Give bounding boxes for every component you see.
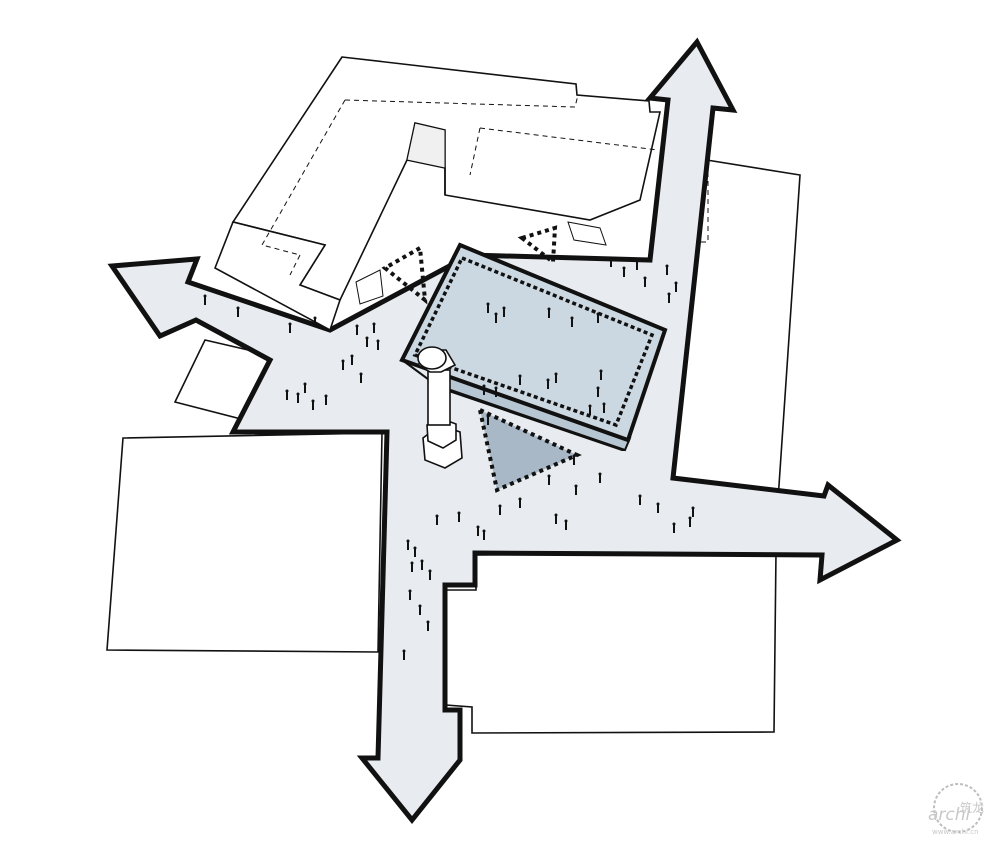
pedestrian-figure	[518, 497, 522, 508]
pedestrian-figure	[643, 276, 647, 287]
pedestrian-figure	[355, 324, 359, 335]
monument-cap	[417, 346, 447, 370]
pedestrian-figure	[476, 525, 480, 536]
pedestrian-figure	[413, 546, 417, 557]
pedestrian-figure	[288, 322, 292, 333]
pedestrian-figure	[588, 404, 592, 415]
stairs-top	[406, 122, 446, 169]
pedestrian-figure	[554, 372, 558, 383]
pedestrian-figure	[672, 522, 676, 533]
pedestrian-figure	[494, 386, 498, 397]
stairs	[355, 122, 607, 305]
view-cones	[381, 225, 582, 493]
pedestrian-figure	[313, 316, 317, 327]
west-building	[106, 432, 383, 653]
pedestrian-figure	[638, 494, 642, 505]
watermark-url-text: www.archi.cn	[932, 828, 979, 836]
stairs-left	[355, 269, 384, 305]
view-cone-bottom	[477, 406, 582, 493]
pedestrian-figure	[598, 472, 602, 483]
pedestrian-figure	[570, 316, 574, 327]
south-building	[445, 551, 777, 734]
pedestrian-figure	[667, 292, 671, 303]
l-building-dashed-lines	[261, 94, 659, 276]
pedestrian-figure	[428, 569, 432, 580]
view-cone-right	[517, 225, 558, 266]
pedestrian-figure	[622, 266, 626, 277]
pedestrian-figure	[502, 306, 506, 317]
pedestrian-figure	[602, 402, 606, 413]
pedestrian-figure	[365, 336, 369, 347]
pedestrian-figure	[203, 294, 207, 305]
pedestrian-figure	[376, 339, 380, 350]
pedestrian-figure	[435, 514, 439, 525]
pedestrian-figure	[410, 561, 414, 572]
pedestrian-figure	[554, 513, 558, 524]
pedestrian-figure	[303, 382, 307, 393]
pedestrian-figure	[518, 374, 522, 385]
pedestrian-figure	[324, 394, 328, 405]
pedestrian-figure	[547, 307, 551, 318]
pedestrian-figure	[688, 516, 692, 527]
pedestrian-figure	[486, 302, 490, 313]
pedestrian-figure	[359, 372, 363, 383]
pedestrian-figure	[635, 259, 639, 270]
pedestrian-figure	[498, 504, 502, 515]
pedestrian-figure	[494, 312, 498, 323]
pedestrian-figure	[691, 506, 695, 517]
pedestrian-figure	[574, 484, 578, 495]
monument-shaft	[427, 369, 451, 426]
pedestrian-figure	[609, 256, 613, 267]
pedestrian-figure	[350, 354, 354, 365]
pedestrian-figure	[418, 604, 422, 615]
pedestrian-figure	[457, 511, 461, 522]
pedestrian-figure	[665, 264, 669, 275]
pedestrian-figure	[546, 378, 550, 389]
view-cone-left	[381, 244, 428, 305]
pedestrian-figure	[402, 649, 406, 660]
l-building-side	[213, 221, 342, 332]
pedestrian-figure	[311, 399, 315, 410]
watermark-logo: archi 筑龙 www.archi.cn	[928, 783, 984, 836]
pavilion-roof	[399, 242, 668, 443]
pedestrians	[203, 256, 695, 660]
background-buildings	[106, 156, 801, 734]
l-shaped-building	[213, 56, 662, 332]
watermark-seal	[933, 783, 983, 833]
pedestrian-figure	[420, 559, 424, 570]
pedestrian-figure	[408, 589, 412, 600]
pedestrian-figure	[341, 359, 345, 370]
pedestrian-figure	[572, 454, 576, 465]
watermark-chinese-text: 筑龙	[960, 800, 984, 815]
pedestrian-figure	[547, 474, 551, 485]
pedestrian-figure	[596, 386, 600, 397]
pedestrian-figure	[482, 384, 486, 395]
pedestrian-figure	[564, 519, 568, 530]
pedestrian-figure	[486, 414, 490, 425]
pedestrian-figure	[656, 502, 660, 513]
stairs-right	[567, 221, 607, 246]
pedestrian-figure	[372, 322, 376, 333]
column-monument	[416, 346, 463, 469]
pedestrian-figure	[482, 529, 486, 540]
pedestrian-figure	[674, 281, 678, 292]
pedestrian-figure	[426, 620, 430, 631]
pedestrian-figure	[296, 392, 300, 403]
pedestrian-figure	[596, 312, 600, 323]
pedestrian-figure	[236, 306, 240, 317]
pedestrian-figure	[599, 369, 603, 380]
pedestrian-figure	[285, 389, 289, 400]
pedestrian-figure	[406, 539, 410, 550]
pavilion-dotted-inner	[412, 255, 655, 428]
watermark-logo-text: archi	[928, 805, 971, 825]
